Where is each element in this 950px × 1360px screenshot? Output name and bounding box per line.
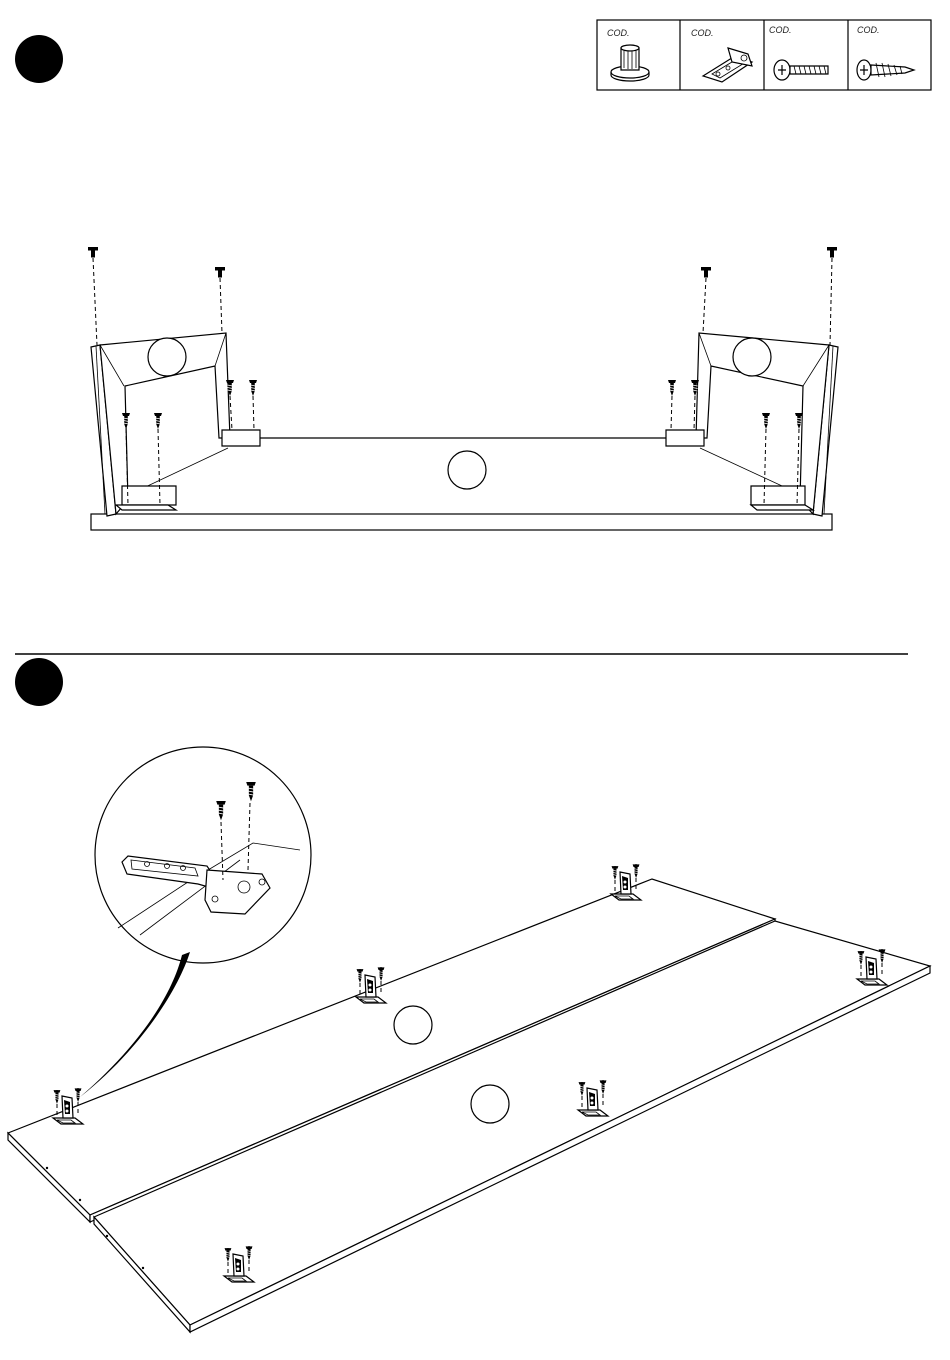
doors-illustration — [8, 747, 930, 1332]
hinge-icon — [703, 48, 752, 82]
part-callout-door-left — [394, 1006, 432, 1044]
machine-screw-icon — [774, 60, 828, 80]
cabinet-frame-illustration — [88, 247, 838, 530]
hinge-detail-magnifier — [95, 747, 311, 963]
part-code-label: COD. — [769, 25, 792, 35]
step-2-badge — [15, 658, 63, 706]
corner-bracket — [751, 486, 813, 510]
part-code-label: COD. — [691, 28, 714, 38]
corner-bracket — [222, 430, 260, 446]
leveling-foot-icon — [611, 45, 649, 81]
part-callout-right-side — [733, 338, 771, 376]
step-1-badge — [15, 35, 63, 83]
wood-screw-icon — [857, 60, 914, 80]
parts-legend: COD. COD. COD. COD. — [597, 20, 931, 90]
part-callout-door-right — [471, 1085, 509, 1123]
part-code-label: COD. — [607, 28, 630, 38]
part-callout-left-side — [148, 338, 186, 376]
part-code-label: COD. — [857, 25, 880, 35]
corner-bracket — [116, 486, 176, 510]
corner-bracket — [666, 430, 704, 446]
part-callout-bottom — [448, 451, 486, 489]
